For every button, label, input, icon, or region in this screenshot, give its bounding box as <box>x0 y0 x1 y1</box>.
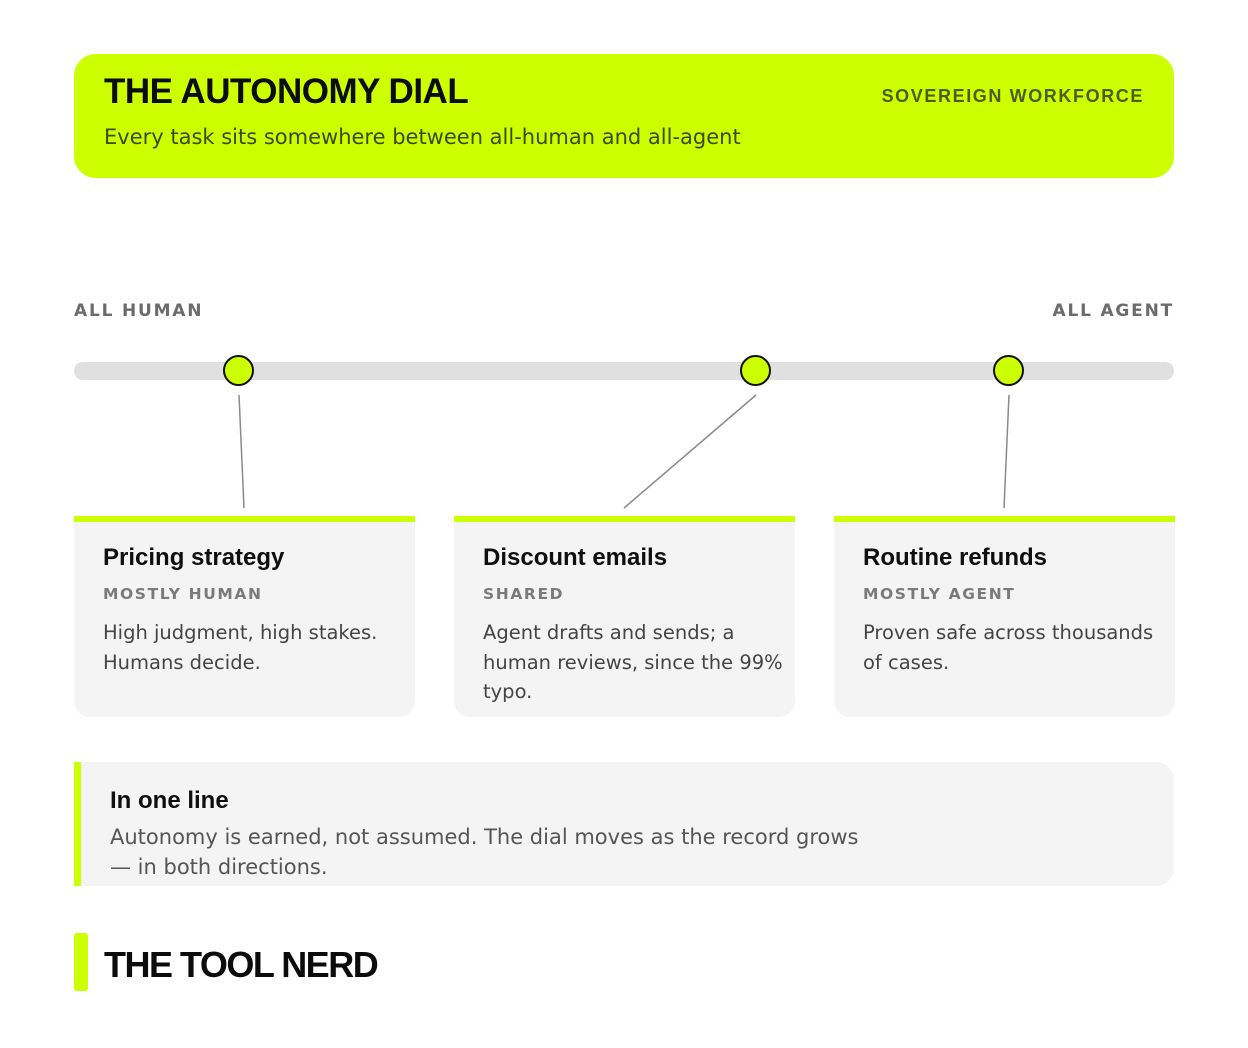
connector-line-discount <box>623 394 757 509</box>
card-level: SHARED <box>483 585 565 603</box>
dial-marker-refunds <box>993 355 1024 386</box>
summary-text: Autonomy is earned, not assumed. The dia… <box>110 825 859 879</box>
task-card-discount: Discount emails SHARED Agent drafts and … <box>454 516 795 717</box>
card-title: Routine refunds <box>863 544 1047 571</box>
connector-line-pricing <box>238 394 245 509</box>
summary-callout: In one line Autonomy is earned, not assu… <box>74 762 1174 886</box>
connector-line-refunds <box>1003 394 1010 509</box>
card-description: Proven safe across thousands of cases. <box>863 621 1154 674</box>
card-description: High judgment, high stakes. Humans decid… <box>103 621 378 674</box>
card-title: Discount emails <box>483 544 668 571</box>
dial-right-label: ALL AGENT <box>1052 301 1174 321</box>
card-title: Pricing strategy <box>103 544 285 571</box>
series-tag: SOVEREIGN WORKFORCE <box>881 86 1144 106</box>
header-banner: THE AUTONOMY DIAL Every task sits somewh… <box>74 54 1174 178</box>
brand-logo: THE TOOL NERD <box>104 944 379 985</box>
card-level: MOSTLY AGENT <box>863 585 1016 603</box>
dial-track <box>74 362 1174 380</box>
card-level: MOSTLY HUMAN <box>103 585 263 603</box>
brand-accent-bar <box>74 933 88 991</box>
dial-marker-pricing <box>223 355 254 386</box>
task-card-refunds: Routine refunds MOSTLY AGENT Proven safe… <box>834 516 1175 717</box>
page-title: THE AUTONOMY DIAL <box>104 72 469 111</box>
card-description: Agent drafts and sends; a human reviews,… <box>483 621 783 703</box>
task-card-pricing: Pricing strategy MOSTLY HUMAN High judgm… <box>74 516 415 717</box>
page-subtitle: Every task sits somewhere between all-hu… <box>104 125 741 149</box>
dial-left-label: ALL HUMAN <box>74 301 204 321</box>
dial-marker-discount <box>740 355 771 386</box>
summary-title: In one line <box>110 787 229 814</box>
